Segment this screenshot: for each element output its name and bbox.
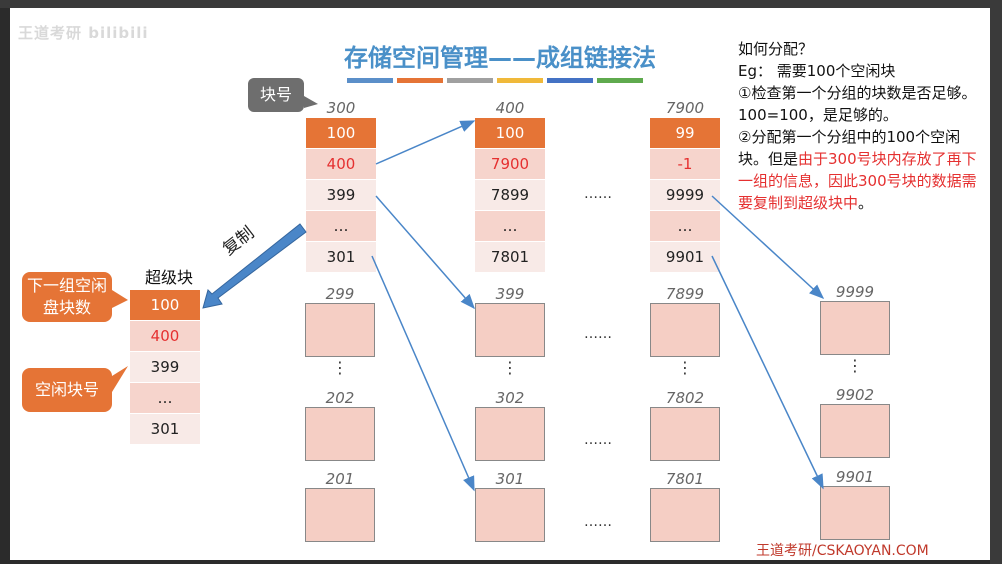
footer-brand: 王道考研/CSKAOYAN.COM	[756, 543, 929, 559]
watermark: 王道考研 bilibili	[18, 24, 149, 42]
free-block	[650, 407, 720, 461]
title-underline-segment	[547, 78, 593, 83]
block-number-label: 块号	[259, 85, 292, 104]
slide-title: 存储空间管理——成组链接法	[344, 44, 656, 72]
free-block-number: 9902	[835, 386, 875, 404]
free-block	[820, 301, 890, 355]
free-block	[305, 488, 375, 542]
free-block-number: 399	[495, 285, 525, 303]
group-cell: 9901	[650, 242, 720, 272]
group-cell: 7900	[475, 149, 545, 179]
free-block	[650, 488, 720, 542]
superblock-cell: 100	[130, 290, 200, 320]
group-cell: 9999	[650, 180, 720, 210]
free-block	[305, 407, 375, 461]
pointer-arrow	[371, 255, 475, 492]
free-block	[820, 486, 890, 540]
superblock-cell: 399	[130, 352, 200, 382]
group-cell: 301	[306, 242, 376, 272]
superblock-cell: 400	[130, 321, 200, 351]
group-cell: …	[306, 211, 376, 241]
pointer-arrow	[711, 255, 824, 490]
next-group-count-callout: 下一组空闲盘块数	[22, 272, 112, 322]
free-block-number: 9999	[835, 283, 875, 301]
free-block-number-label: 空闲块号	[34, 380, 99, 399]
callout-pointer	[304, 96, 318, 108]
group-ellipsis: ……	[584, 186, 612, 202]
free-block-number: 201	[325, 470, 355, 488]
free-block	[475, 407, 545, 461]
pointer-arrow	[375, 120, 476, 165]
explanation-step2-end: 。	[858, 194, 874, 212]
group-cell: 100	[306, 118, 376, 148]
group-cell: 100	[475, 118, 545, 148]
free-block	[305, 303, 375, 357]
group-block-number: 400	[495, 99, 525, 117]
pointer-arrow	[375, 195, 475, 310]
free-block	[650, 303, 720, 357]
free-block-number: 7899	[665, 285, 705, 303]
free-block	[475, 488, 545, 542]
free-block-number: 202	[325, 389, 355, 407]
group-cell: 99	[650, 118, 720, 148]
free-block-number: 7801	[665, 470, 705, 488]
group-block-number: 300	[326, 99, 356, 117]
copy-arrow	[202, 223, 307, 309]
window-right-bar	[990, 0, 1002, 564]
explanation-step2-black: ②分配第一个分组中的100个空闲块。但是	[738, 128, 961, 168]
explanation-text: 如何分配？ Eg： 需要100个空闲块 ①检查第一个分组的块数是否足够。100=…	[738, 38, 988, 214]
column-ellipsis: ……	[584, 432, 612, 448]
callout-pointer	[112, 366, 128, 392]
next-group-count-label: 下一组空闲盘块数	[26, 276, 107, 317]
title-underline-segment	[347, 78, 393, 83]
block-number-callout: 块号	[248, 78, 304, 112]
group-block-number: 7900	[665, 99, 705, 117]
column-ellipsis: ……	[584, 326, 612, 342]
free-block	[475, 303, 545, 357]
column-ellipsis: ……	[584, 514, 612, 530]
title-underline-segment	[447, 78, 493, 83]
window-top-bar	[0, 0, 1002, 8]
callout-pointer	[112, 290, 128, 308]
title-underline-segment	[597, 78, 643, 83]
group-cell: 7801	[475, 242, 545, 272]
pointer-arrow	[711, 195, 825, 300]
free-block-number: 302	[495, 389, 525, 407]
title-underline-segment	[497, 78, 543, 83]
explanation-step2: ②分配第一个分组中的100个空闲块。但是由于300号块内存放了再下一组的信息，因…	[738, 126, 988, 214]
group-cell: 400	[306, 149, 376, 179]
slide	[10, 8, 990, 560]
superblock-label: 超级块	[144, 268, 193, 287]
group-cell: …	[650, 211, 720, 241]
group-cell: 399	[306, 180, 376, 210]
explanation-question: 如何分配？	[738, 40, 814, 58]
group-cell: -1	[650, 149, 720, 179]
title-underline-segment	[397, 78, 443, 83]
group-cell: …	[475, 211, 545, 241]
free-block-number: 7802	[665, 389, 705, 407]
group-cell: 7899	[475, 180, 545, 210]
free-block-number-callout: 空闲块号	[22, 368, 112, 412]
explanation-step1: ①检查第一个分组的块数是否足够。100=100，是足够的。	[738, 84, 977, 124]
explanation-step2-red: 由于300号块内存放了再下一组的信息，因此300号块的数据需要复制到超级块中	[738, 150, 977, 212]
superblock-cell: …	[130, 383, 200, 413]
explanation-example: Eg： 需要100个空闲块	[738, 62, 896, 80]
free-block-number: 301	[495, 470, 525, 488]
free-block-number: 9901	[835, 468, 875, 486]
superblock-cell: 301	[130, 414, 200, 444]
free-block	[820, 404, 890, 458]
free-block-number: 299	[325, 285, 355, 303]
